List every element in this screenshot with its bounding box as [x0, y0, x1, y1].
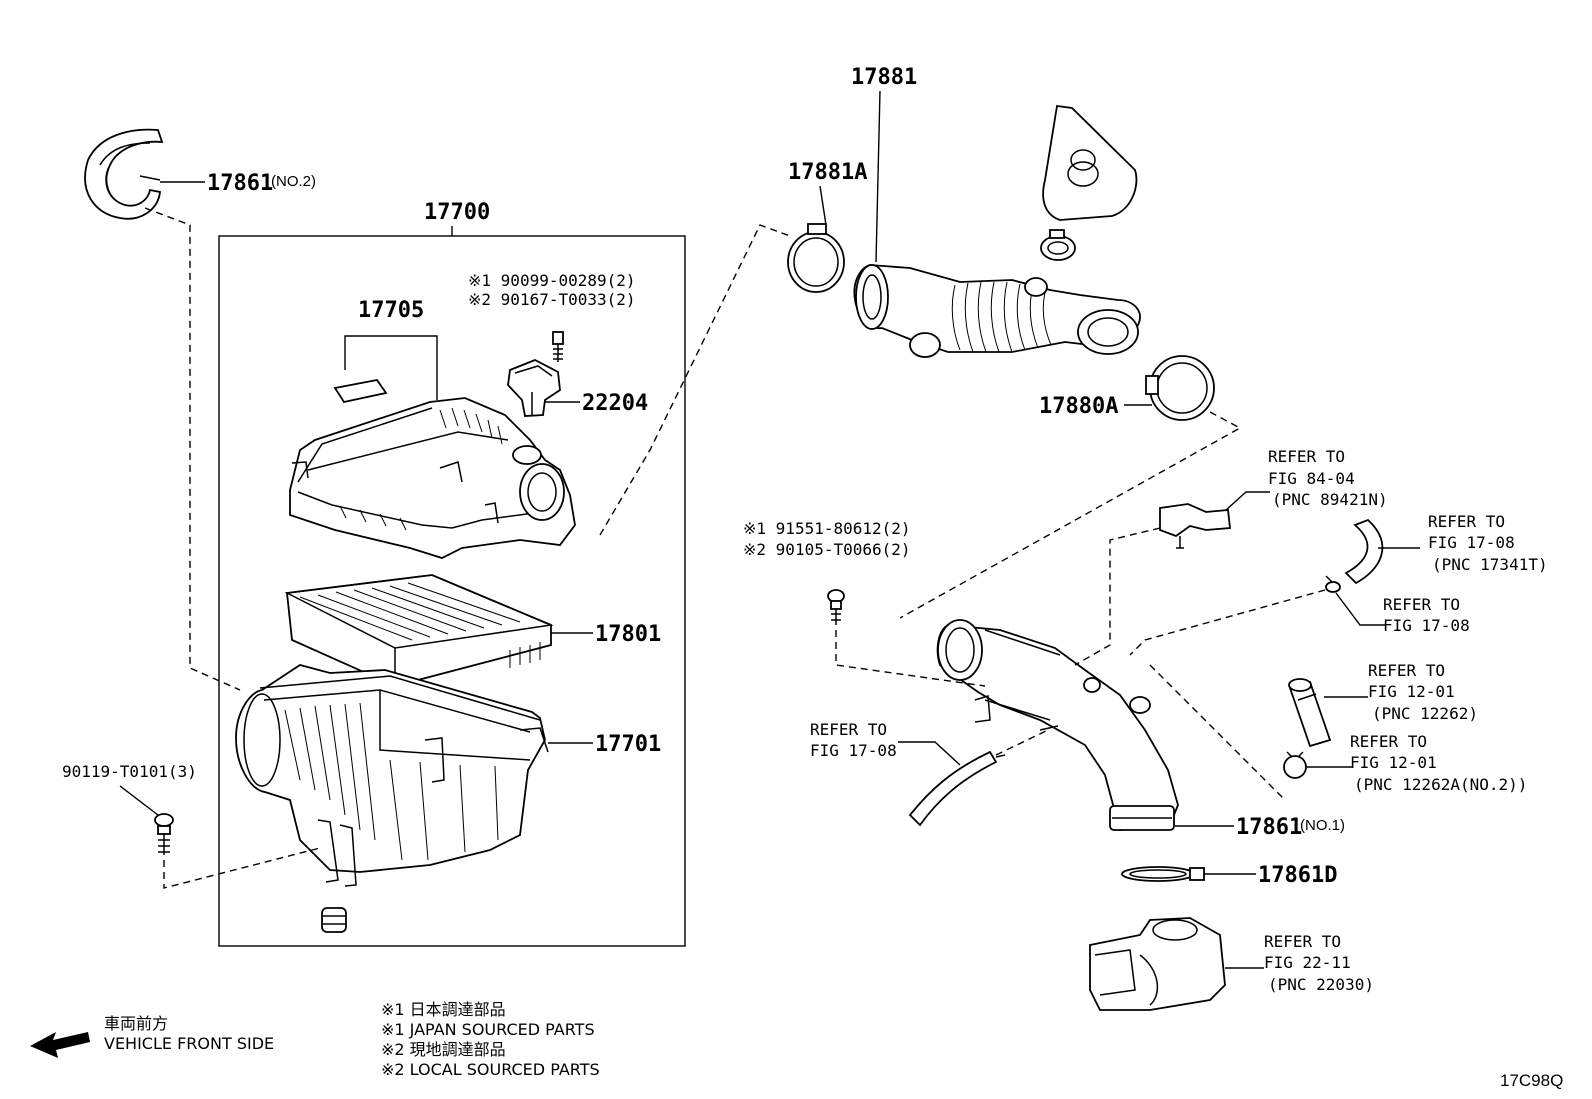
label-ref-fig2211-l3[interactable]: (PNC 22030): [1268, 975, 1374, 994]
label-ref-fig2211-l1[interactable]: REFER TO: [1264, 932, 1341, 951]
part-17861-no2-hose[interactable]: [84, 128, 164, 220]
part-22204-airflow-meter[interactable]: [507, 359, 561, 417]
part-breather-hose[interactable]: [908, 750, 1006, 827]
label-bolt-22204-line2[interactable]: ※2 90167-T0033(2): [468, 290, 636, 309]
label-ref-fig1201-a-l2[interactable]: FIG 12-01: [1368, 682, 1455, 701]
diagram-code: 17C98Q: [1500, 1071, 1563, 1090]
label-ref-fig1201-b-l2[interactable]: FIG 12-01: [1350, 753, 1437, 772]
part-pcv-hose[interactable]: [1288, 678, 1332, 748]
part-17861-no1-intake-pipe[interactable]: [936, 619, 1179, 831]
part-vacuum-hose[interactable]: [1344, 518, 1384, 585]
label-bolt-pipe-line2[interactable]: ※2 90105-T0066(2): [743, 540, 911, 559]
part-resonator[interactable]: [1042, 104, 1138, 221]
label-ref-fig1708-clip-l2[interactable]: FIG 17-08: [1383, 616, 1470, 635]
label-17700[interactable]: 17700: [424, 200, 490, 225]
bolt-pipe[interactable]: [827, 589, 845, 625]
label-bolt-22204-line1[interactable]: ※1 90099-00289(2): [468, 271, 636, 290]
legend-note1-en: ※1 JAPAN SOURCED PARTS: [381, 1020, 595, 1039]
part-throttle-body[interactable]: [1089, 917, 1226, 1011]
legend-front-jp: 車両前方: [104, 1014, 168, 1033]
label-ref-fig8404-l1[interactable]: REFER TO: [1268, 447, 1345, 466]
label-ref-fig1708-left-l2[interactable]: FIG 17-08: [810, 741, 897, 760]
label-ref-fig8404-l2[interactable]: FIG 84-04: [1268, 469, 1355, 488]
label-17861-no2-suffix: (NO.2): [271, 173, 316, 190]
legend-front-en: VEHICLE FRONT SIDE: [104, 1034, 274, 1053]
label-17861d[interactable]: 17861D: [1258, 863, 1337, 888]
part-grommet[interactable]: [321, 907, 347, 933]
label-17881a[interactable]: 17881A: [788, 160, 867, 185]
label-bolt-pipe-line1[interactable]: ※1 91551-80612(2): [743, 519, 911, 538]
label-ref-fig1708-clip-l1[interactable]: REFER TO: [1383, 595, 1460, 614]
label-17861-no1-suffix: (NO.1): [1300, 817, 1345, 834]
vehicle-front-arrow: [30, 1032, 90, 1058]
label-ref-fig1201-a-l3[interactable]: (PNC 12262): [1372, 704, 1478, 723]
part-intake-temp-sensor[interactable]: [1159, 503, 1231, 549]
legend-note2-jp: ※2 現地調達部品: [381, 1040, 506, 1059]
bolt-90119[interactable]: [154, 813, 174, 855]
part-hose-clip[interactable]: [1325, 575, 1341, 593]
label-17861-no1[interactable]: 17861: [1236, 815, 1302, 840]
bolt-22204[interactable]: [552, 331, 564, 362]
part-17881-intake-hose[interactable]: [853, 264, 1141, 358]
label-ref-fig1201-a-l1[interactable]: REFER TO: [1368, 661, 1445, 680]
label-bolt-90119[interactable]: 90119-T0101(3): [62, 762, 197, 781]
label-ref-fig1201-b-l3[interactable]: (PNC 12262A(NO.2)): [1354, 775, 1527, 794]
part-17861d-clamp[interactable]: [1121, 866, 1205, 882]
label-ref-fig1708-hose-l1[interactable]: REFER TO: [1428, 512, 1505, 531]
part-resonator-clamp[interactable]: [1040, 229, 1076, 261]
label-17880a[interactable]: 17880A: [1039, 394, 1118, 419]
part-17701-air-cleaner-case[interactable]: [235, 664, 549, 887]
part-17880a-clamp[interactable]: [1145, 355, 1215, 421]
part-air-cleaner-cap[interactable]: [289, 397, 576, 559]
part-17705-label-sticker[interactable]: [333, 379, 388, 404]
label-17861-no2[interactable]: 17861: [207, 171, 273, 196]
label-17801[interactable]: 17801: [595, 622, 661, 647]
part-17881a-clamp[interactable]: [787, 223, 845, 293]
label-ref-fig1708-hose-l2[interactable]: FIG 17-08: [1428, 533, 1515, 552]
legend-note2-en: ※2 LOCAL SOURCED PARTS: [381, 1060, 600, 1079]
label-ref-fig1201-b-l1[interactable]: REFER TO: [1350, 732, 1427, 751]
label-ref-fig1708-hose-l3[interactable]: (PNC 17341T): [1432, 555, 1548, 574]
label-17701[interactable]: 17701: [595, 732, 661, 757]
label-ref-fig1708-left-l1[interactable]: REFER TO: [810, 720, 887, 739]
label-22204[interactable]: 22204: [582, 391, 648, 416]
label-ref-fig2211-l2[interactable]: FIG 22-11: [1264, 953, 1351, 972]
part-pcv-clamp[interactable]: [1283, 751, 1307, 779]
legend-note1-jp: ※1 日本調達部品: [381, 1000, 506, 1019]
part-17801-filter-element[interactable]: [284, 574, 554, 687]
label-ref-fig8404-l3[interactable]: (PNC 89421N): [1272, 490, 1388, 509]
label-17881[interactable]: 17881: [851, 65, 917, 90]
label-17705[interactable]: 17705: [358, 298, 424, 323]
